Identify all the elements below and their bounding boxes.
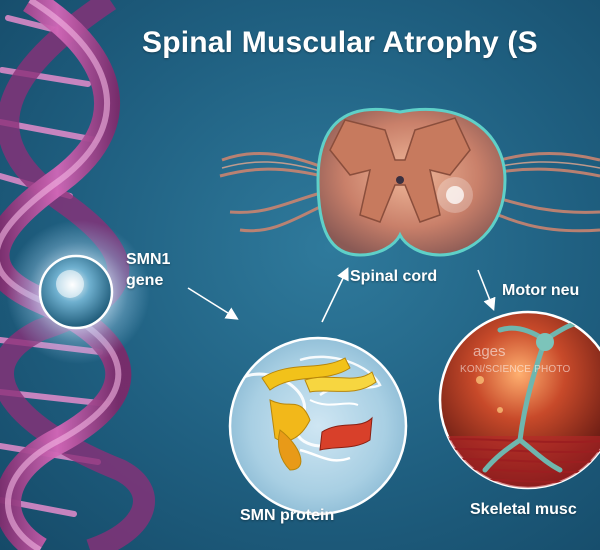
- smn1-gene-marker: [6, 220, 150, 364]
- flow-arrows: [187, 267, 496, 323]
- watermark-line1: ages: [473, 343, 506, 360]
- watermark-line2: KON/SCIENCE PHOTO: [460, 364, 571, 375]
- smn1-label-line1: SMN1: [126, 251, 171, 268]
- grey-matter: [329, 117, 471, 223]
- skeletal-muscle-illustration: [438, 310, 600, 490]
- arrow-gene-to-protein: [187, 287, 239, 320]
- smn1-gene-label: SMN1 gene: [126, 249, 170, 291]
- spinal-cord-label: Spinal cord: [350, 268, 438, 285]
- protein-red-ribbon: [319, 416, 373, 451]
- arrow-protein-to-cord: [321, 267, 349, 323]
- motor-neuron-label: Motor neu: [502, 282, 580, 299]
- spinal-cord-illustration: [219, 107, 600, 257]
- smn1-label-line2: gene: [126, 272, 164, 289]
- skeletal-muscle-label: Skeletal musc: [470, 501, 577, 518]
- arrow-cord-to-neuron: [477, 269, 496, 311]
- protein-yellow-ribbon: [261, 357, 351, 391]
- smn-protein-illustration: [228, 336, 408, 516]
- page-title: Spinal Muscular Atrophy (S: [142, 26, 538, 59]
- central-canal: [396, 176, 404, 184]
- smn-protein-label: SMN protein: [240, 507, 335, 524]
